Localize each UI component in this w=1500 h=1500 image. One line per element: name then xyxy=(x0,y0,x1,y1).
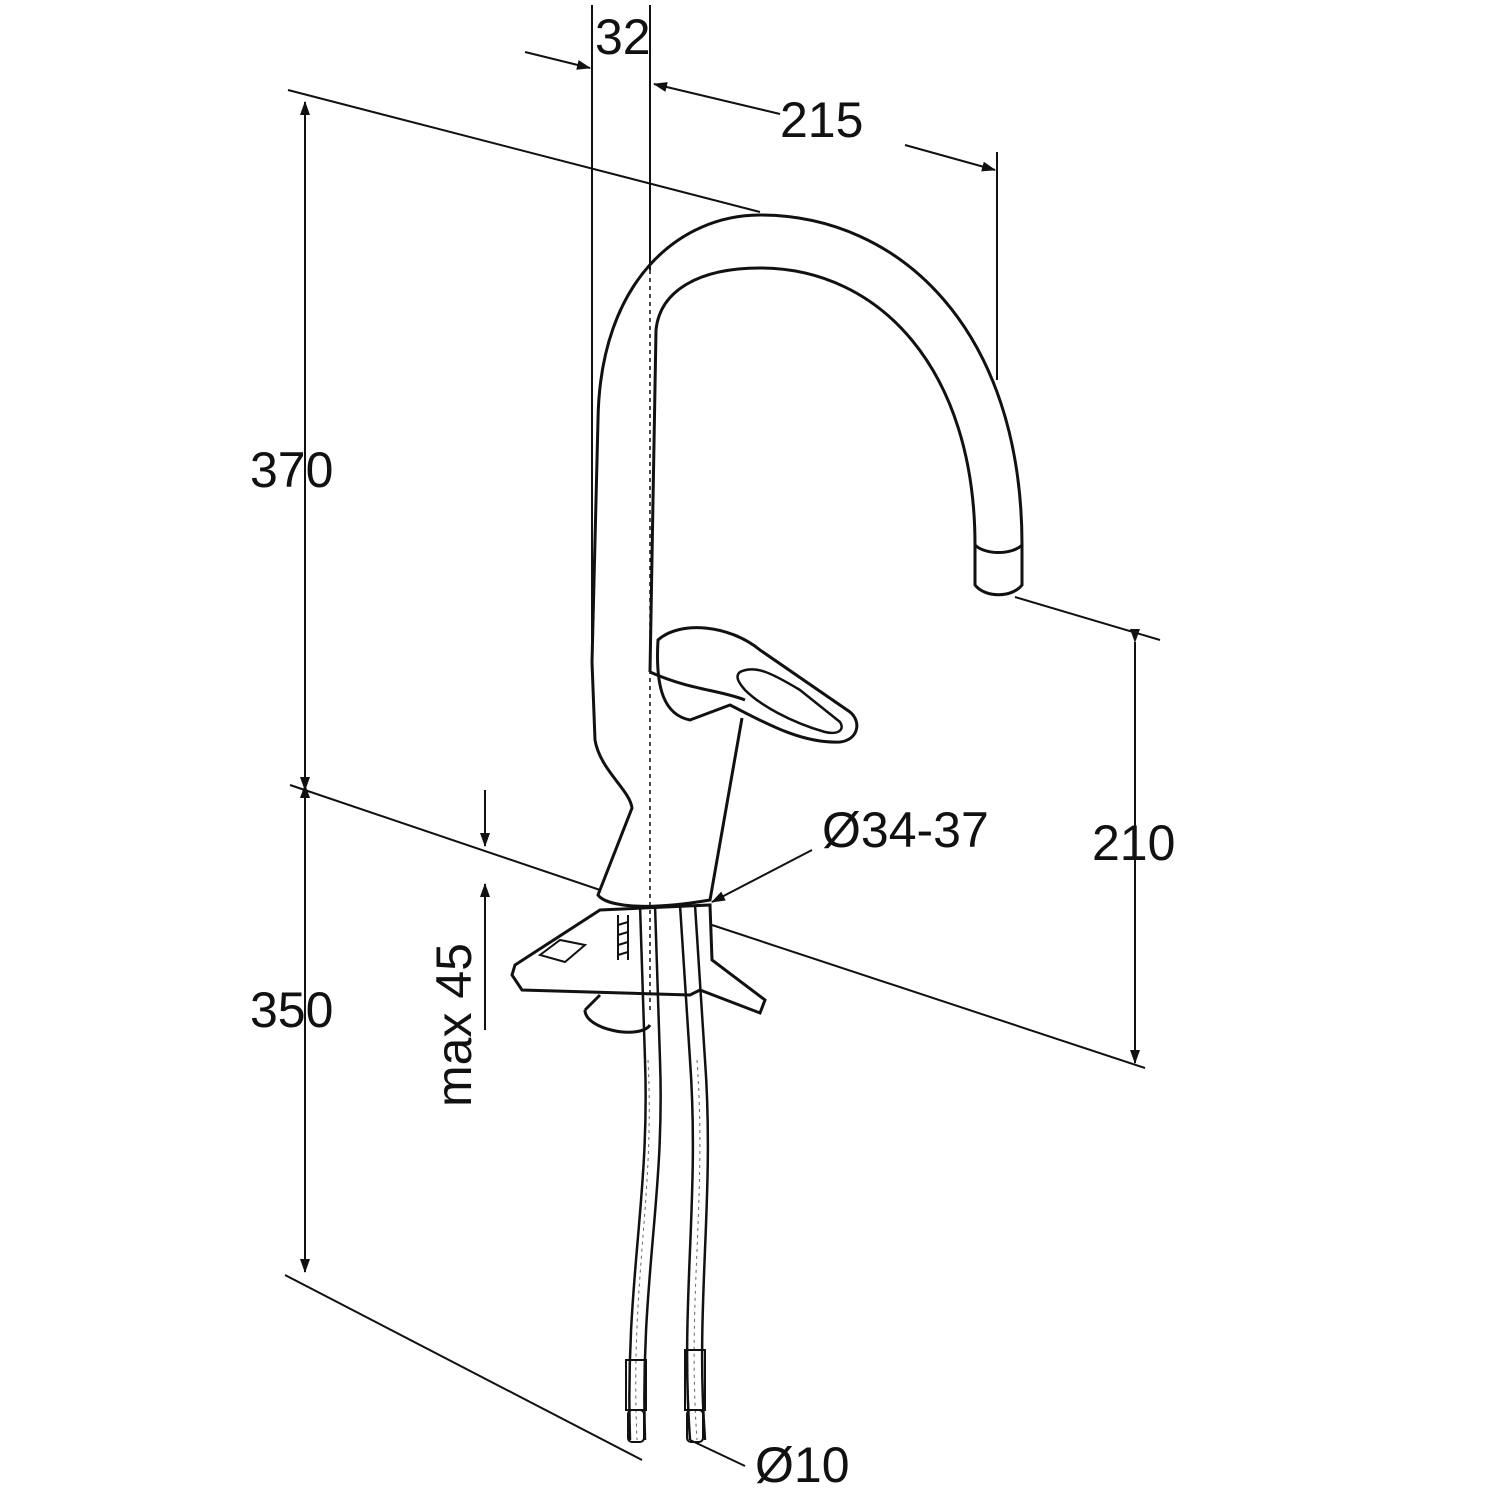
hose-leader xyxy=(689,1439,746,1467)
threaded-rod xyxy=(617,915,629,960)
deck-extension-line xyxy=(289,784,601,891)
hose-braid xyxy=(635,1059,701,1441)
lever-slot xyxy=(736,668,843,735)
lever-handle xyxy=(656,626,859,744)
dim-label-210: 210 xyxy=(1092,815,1176,871)
spout-outer xyxy=(590,213,1024,663)
mounting-clamp xyxy=(510,903,767,1015)
hose-tip-right xyxy=(686,1409,704,1443)
dim-label-hose-diameter: Ø10 xyxy=(755,1437,850,1493)
hose-right xyxy=(678,904,710,1441)
clamp-square-hole xyxy=(537,938,588,964)
bottom-extension-line xyxy=(284,1274,643,1461)
dim-label-max45: max 45 xyxy=(425,943,482,1107)
faucet-body xyxy=(590,661,746,908)
deck-extension-line-right xyxy=(711,924,1146,1069)
dim-215-arrow-left xyxy=(653,82,781,115)
hose-left xyxy=(628,904,662,1441)
spout-inner xyxy=(648,266,977,673)
clamp-nut xyxy=(583,993,652,1034)
spout-outlet-extension-line xyxy=(1014,596,1161,641)
dim-215-arrow-right xyxy=(904,144,996,172)
dim-label-370: 370 xyxy=(250,442,334,498)
dim-label-hole-diameter: Ø34-37 xyxy=(822,802,989,858)
dim-label-32: 32 xyxy=(595,9,651,65)
dim-label-215: 215 xyxy=(780,92,864,148)
dim-32-arrow-left xyxy=(524,51,591,70)
hose-tip-left xyxy=(627,1409,645,1443)
dim-label-350: 350 xyxy=(250,982,334,1038)
spout-tip xyxy=(973,543,1024,597)
top-extension-line xyxy=(287,89,761,213)
hole-leader xyxy=(711,849,813,903)
